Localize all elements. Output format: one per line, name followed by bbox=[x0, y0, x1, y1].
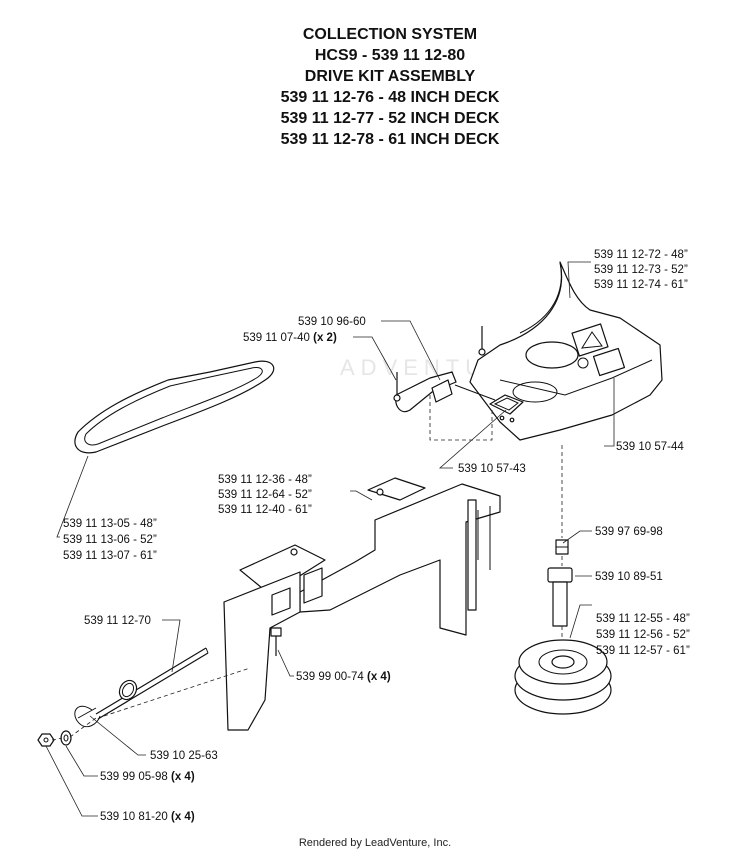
footer-credit: Rendered by LeadVenture, Inc. bbox=[298, 837, 452, 849]
shield-label-52: 539 11 12-73 - 52” bbox=[594, 264, 688, 276]
shoulder-bolt-part bbox=[547, 567, 573, 627]
clip-label: 539 10 25-63 bbox=[150, 750, 218, 762]
decal-center-label: 539 10 57-43 bbox=[458, 463, 526, 475]
pin-part-number: 539 11 07-40 bbox=[243, 332, 310, 344]
pulley-part bbox=[514, 639, 612, 715]
locknut-quantity: (x 4) bbox=[171, 811, 195, 823]
nut-label: 539 97 69-98 bbox=[595, 526, 663, 538]
bracket-label-52: 539 11 12-64 - 52” bbox=[218, 489, 312, 501]
part-labels: 539 11 12-72 - 48” 539 11 12-73 - 52” 53… bbox=[63, 249, 690, 823]
hairpin-clip-part bbox=[74, 679, 138, 728]
washer-part bbox=[60, 730, 72, 746]
belt-label-61: 539 11 13-07 - 61” bbox=[63, 550, 157, 562]
decal-right-label: 539 10 57-44 bbox=[616, 441, 684, 453]
latch-label: 539 10 96-60 bbox=[298, 316, 366, 328]
center-decal-part bbox=[489, 394, 524, 423]
washer-quantity: (x 4) bbox=[171, 771, 195, 783]
pulley-label-48: 539 11 12-55 - 48” bbox=[596, 613, 690, 625]
latch-part bbox=[395, 371, 496, 413]
bolt-label: 539 10 89-51 bbox=[595, 571, 663, 583]
drive-belt-part bbox=[74, 360, 275, 454]
pin-label: 539 11 07-40 (x 2) bbox=[243, 332, 337, 344]
pin-quantity: (x 2) bbox=[313, 332, 337, 344]
locknut-part bbox=[37, 733, 55, 747]
locknut-label: 539 10 81-20 (x 4) bbox=[100, 811, 195, 823]
belt-label-48: 539 11 13-05 - 48” bbox=[63, 518, 157, 530]
clevis-pins-part bbox=[393, 326, 486, 402]
leader-lines bbox=[45, 261, 615, 817]
title-line-5: 539 11 12-77 - 52 INCH DECK bbox=[280, 110, 500, 127]
title-line-4: 539 11 12-76 - 48 INCH DECK bbox=[280, 89, 500, 106]
rod-label: 539 11 12-70 bbox=[84, 615, 151, 627]
bracket-label-61: 539 11 12-40 - 61” bbox=[218, 504, 312, 516]
title-line-6: 539 11 12-78 - 61 INCH DECK bbox=[280, 131, 500, 148]
belt-label-52: 539 11 13-06 - 52” bbox=[63, 534, 157, 546]
shield-label-61: 539 11 12-74 - 61” bbox=[594, 279, 688, 291]
mounting-bracket-part bbox=[223, 477, 501, 731]
shield-label-48: 539 11 12-72 - 48” bbox=[594, 249, 688, 261]
pulley-label-52: 539 11 12-56 - 52” bbox=[596, 629, 690, 641]
bracket-label-48: 539 11 12-36 - 48” bbox=[218, 474, 312, 486]
screw-part-number: 539 99 00-74 bbox=[296, 671, 364, 683]
screw-label: 539 99 00-74 (x 4) bbox=[296, 671, 391, 683]
locknut-part-number: 539 10 81-20 bbox=[100, 811, 168, 823]
diagram-title: COLLECTION SYSTEM HCS9 - 539 11 12-80 DR… bbox=[0, 24, 750, 150]
washer-part-number: 539 99 05-98 bbox=[100, 771, 168, 783]
screw-part bbox=[270, 627, 282, 656]
washer-label: 539 99 05-98 (x 4) bbox=[100, 771, 195, 783]
screw-quantity: (x 4) bbox=[367, 671, 391, 683]
hex-nut-part bbox=[555, 539, 569, 555]
title-line-2: HCS9 - 539 11 12-80 bbox=[314, 47, 466, 64]
title-line-3: DRIVE KIT ASSEMBLY bbox=[304, 68, 476, 85]
title-line-1: COLLECTION SYSTEM bbox=[302, 26, 478, 43]
pulley-label-61: 539 11 12-57 - 61” bbox=[596, 645, 690, 657]
rod-part bbox=[95, 647, 209, 720]
